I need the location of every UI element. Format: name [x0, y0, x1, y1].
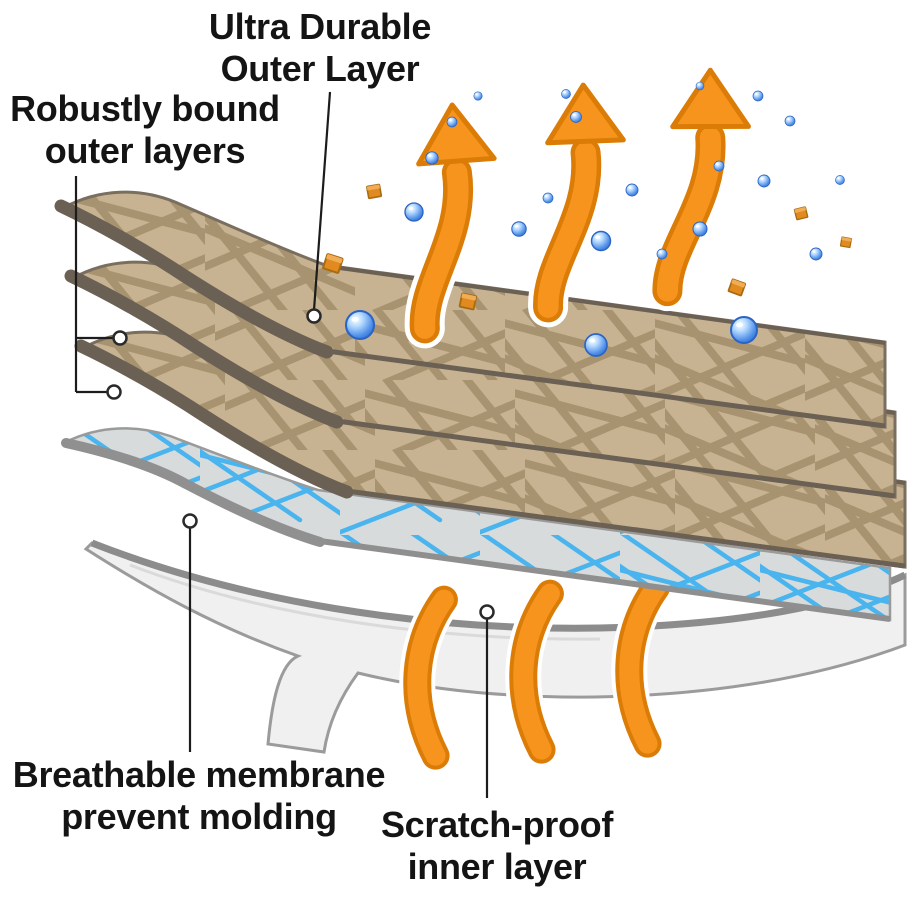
- water-droplet-icon: [570, 111, 582, 123]
- water-droplet-icon: [542, 192, 554, 204]
- water-droplet-icon: [584, 333, 608, 357]
- water-droplet-icon: [809, 247, 823, 261]
- label-membrane: Breathable membrane prevent molding: [0, 754, 398, 838]
- callout-dot-membrane: [182, 513, 198, 529]
- label-outer-layer: Ultra Durable Outer Layer: [120, 6, 520, 90]
- water-droplet-icon: [561, 89, 571, 99]
- label-membrane-line1: Breathable membrane: [12, 754, 386, 795]
- label-inner-layer-line1: Scratch-proof: [380, 804, 614, 845]
- water-droplet-icon: [446, 116, 458, 128]
- label-inner-layer: Scratch-proof inner layer: [322, 804, 672, 888]
- callout-dots: [106, 308, 495, 620]
- callout-dot-inner: [479, 604, 495, 620]
- water-droplet-icon: [511, 221, 527, 237]
- callout-dot-bound-1: [112, 330, 128, 346]
- airflow-out-arrows: [396, 65, 758, 335]
- water-droplet-icon: [835, 175, 845, 185]
- leader-line-outer: [312, 91, 332, 311]
- water-droplet-icon: [757, 174, 771, 188]
- label-bound-layers-line1: Robustly bound: [10, 88, 280, 129]
- label-membrane-line2: prevent molding: [61, 795, 337, 837]
- water-droplet-icon: [695, 81, 705, 91]
- callout-dot-outer: [306, 308, 322, 324]
- label-inner-layer-line2: inner layer: [407, 845, 587, 887]
- dirt-cube-icon: [365, 183, 383, 200]
- water-droplet-icon: [692, 221, 708, 237]
- water-droplet-icon: [656, 248, 668, 260]
- water-droplet-icon: [473, 91, 483, 101]
- dirt-cube-icon: [458, 292, 478, 311]
- water-droplet-icon: [730, 316, 758, 344]
- water-droplet-icon: [404, 202, 424, 222]
- water-droplet-icon: [590, 230, 612, 252]
- label-bound-layers-line2: outer layers: [44, 129, 246, 171]
- water-droplet-icon: [713, 160, 725, 172]
- leader-lines: [74, 91, 489, 798]
- dirt-cube-icon: [839, 236, 853, 249]
- water-droplet-icon: [425, 151, 439, 165]
- water-droplet-icon: [784, 115, 796, 127]
- label-bound-layers: Robustly bound outer layers: [0, 88, 295, 172]
- water-droplet-icon: [344, 309, 376, 341]
- callout-dot-bound-2: [106, 384, 122, 400]
- label-outer-layer-line2: Outer Layer: [220, 47, 420, 89]
- airflow-arrow-icon: [639, 65, 758, 300]
- water-droplet-icon: [625, 183, 639, 197]
- dirt-cube-icon: [793, 206, 809, 221]
- label-outer-layer-line1: Ultra Durable: [208, 6, 432, 47]
- water-droplet-icon: [752, 90, 764, 102]
- dirt-cube-icon: [727, 278, 747, 297]
